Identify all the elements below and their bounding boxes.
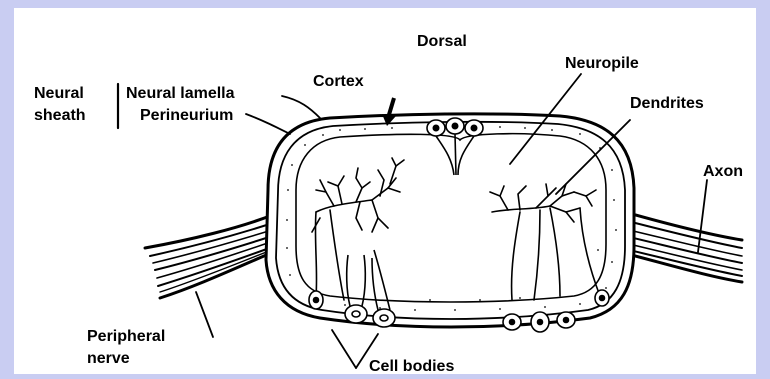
label-neuropile: Neuropile — [565, 54, 639, 73]
label-peripheral: Peripheral — [87, 327, 165, 346]
label-neural: Neural — [34, 84, 84, 103]
label-dorsal: Dorsal — [417, 32, 467, 51]
label-cortex: Cortex — [313, 72, 364, 91]
label-sheath: sheath — [34, 106, 86, 125]
label-cell-bodies: Cell bodies — [369, 357, 454, 376]
label-neural-lamella: Neural lamella — [126, 84, 235, 103]
label-dendrites: Dendrites — [630, 94, 704, 113]
label-axon: Axon — [703, 162, 743, 181]
label-perineurium: Perineurium — [140, 106, 233, 125]
label-nerve: nerve — [87, 349, 130, 368]
